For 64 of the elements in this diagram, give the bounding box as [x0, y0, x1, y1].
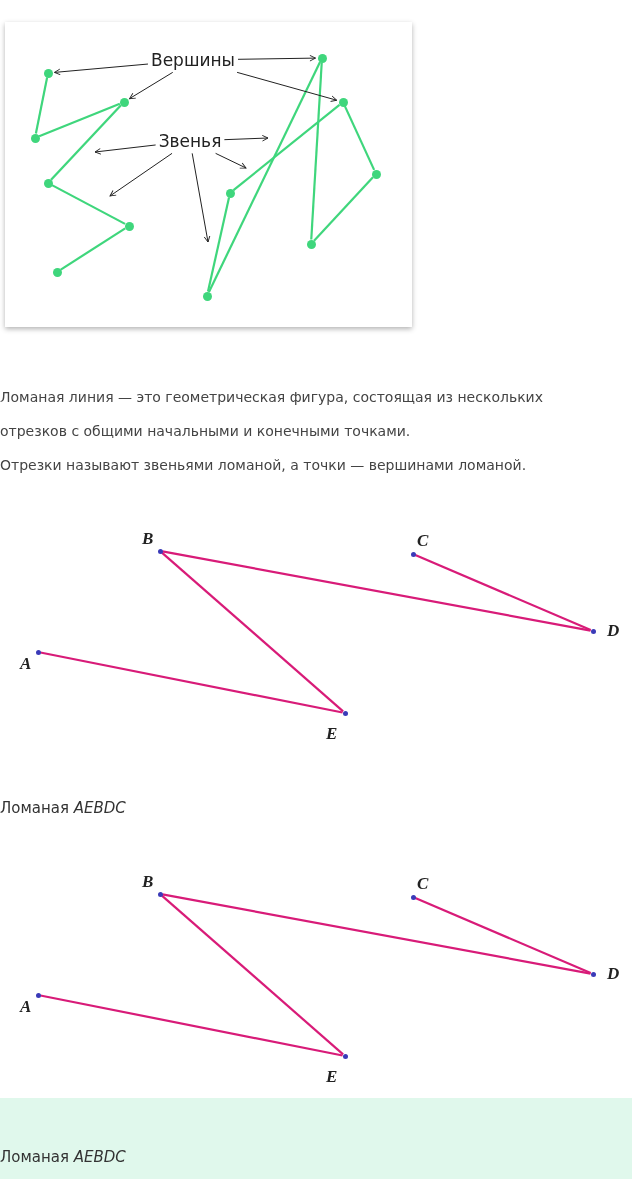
- line-segment: [161, 894, 344, 1056]
- paragraph: Отрезки называют звеньями ломаной, а точки — вершинами ломаной.: [0, 456, 528, 475]
- line-segment: [60, 227, 126, 271]
- vertex-dot: [43, 68, 53, 78]
- caption: Ломаная AEBDC: [0, 1148, 126, 1166]
- line-segment: [50, 104, 122, 181]
- line-segment: [232, 103, 341, 192]
- point-dot: [157, 548, 163, 554]
- line-segment: [162, 550, 591, 632]
- point-dot: [35, 649, 41, 655]
- point-dot: [342, 710, 348, 716]
- point-label: E: [326, 724, 338, 744]
- line-segment: [310, 62, 323, 240]
- point-dot: [410, 894, 416, 900]
- line-segment: [40, 994, 343, 1057]
- vertex-dot: [30, 133, 40, 143]
- arrow: [53, 63, 149, 76]
- arrow: [129, 71, 174, 100]
- paragraph: Ломаная линия — это геометрическая фигура, состоящая из нескольких отрезков с общими начальными и конечными точками.: [0, 388, 544, 441]
- vertex-dot: [119, 97, 129, 107]
- arrow: [109, 152, 173, 197]
- callout-text: Вершины: [150, 50, 236, 70]
- line-segment: [34, 77, 49, 134]
- point-dot: [590, 971, 596, 977]
- vertex-dot: [43, 178, 53, 188]
- vertex-dot: [338, 97, 348, 107]
- caption: Ломаная AEBDC: [0, 799, 126, 817]
- point-dot: [342, 1053, 348, 1059]
- point-dot: [410, 551, 416, 557]
- line-segment: [51, 184, 126, 225]
- vertex-dot: [124, 221, 134, 231]
- point-dot: [35, 992, 41, 998]
- point-label: B: [142, 529, 154, 549]
- callout-text: Звенья: [158, 131, 222, 151]
- point-dot: [590, 628, 596, 634]
- line-segment: [207, 61, 322, 293]
- line-segment: [161, 551, 344, 713]
- point-label: A: [20, 654, 32, 674]
- line-segment: [343, 105, 376, 171]
- line-segment: [414, 896, 592, 975]
- line-segment: [414, 553, 592, 632]
- point-label: C: [417, 874, 429, 894]
- point-label: C: [417, 531, 429, 551]
- line-segment: [162, 893, 591, 975]
- arrow: [191, 152, 211, 243]
- point-label: D: [607, 621, 620, 641]
- arrow: [94, 144, 157, 155]
- line-segment: [206, 197, 231, 292]
- vertex-dot: [52, 267, 62, 277]
- point-label: B: [142, 872, 154, 892]
- arrow: [215, 152, 247, 169]
- line-segment: [313, 176, 374, 242]
- point-label: E: [326, 1067, 338, 1087]
- vertex-dot: [317, 53, 327, 63]
- line-segment: [40, 651, 343, 714]
- vertex-dot: [306, 239, 316, 249]
- point-label: A: [20, 997, 32, 1017]
- line-segment: [38, 102, 121, 138]
- point-label: D: [607, 964, 620, 984]
- vertex-dot: [371, 169, 381, 179]
- point-dot: [157, 891, 163, 897]
- vertex-dot: [202, 291, 212, 301]
- vertex-dot: [225, 188, 235, 198]
- arrow: [236, 71, 338, 102]
